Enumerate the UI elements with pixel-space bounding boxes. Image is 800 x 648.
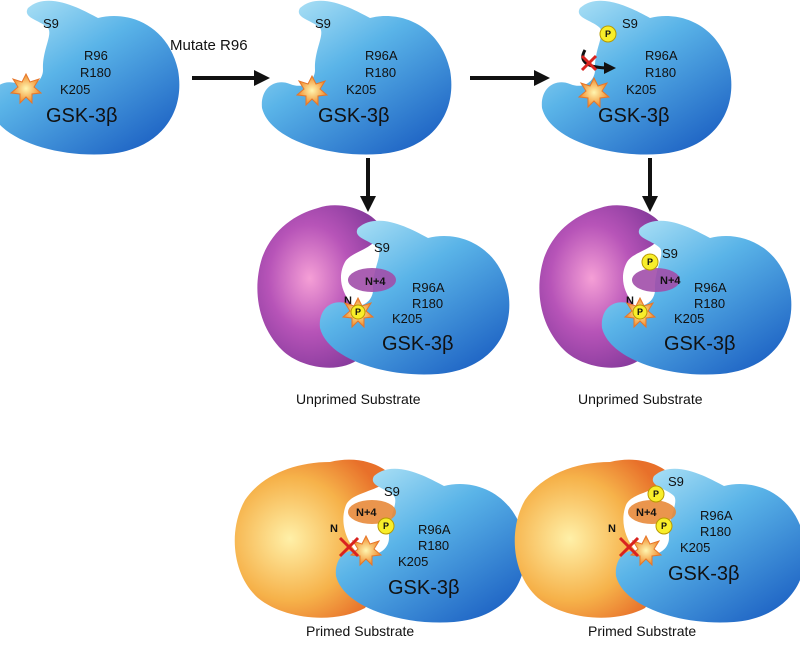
label-res-2: R180 xyxy=(418,538,449,553)
phosphate-icon xyxy=(599,25,617,43)
label-s9: S9 xyxy=(374,240,390,255)
inhibit-x-icon xyxy=(338,536,360,558)
enzyme-wildtype: S9 R96 R180 K205 GSK-3β xyxy=(0,0,180,155)
label-res-1: R96A xyxy=(412,280,445,295)
label-res-2: R180 xyxy=(694,296,725,311)
inhibit-x-icon xyxy=(618,536,640,558)
label-res-1: R96A xyxy=(418,522,451,537)
label-res-1: R96A xyxy=(645,48,678,63)
label-n4: N+4 xyxy=(660,275,681,287)
enzyme-name: GSK-3β xyxy=(46,105,118,127)
label-res-3: K205 xyxy=(398,554,428,569)
enzyme-mutant: S9 R96A R180 K205 GSK-3β xyxy=(261,0,452,155)
caption-primed-left: Primed Substrate xyxy=(306,623,414,639)
label-s9: S9 xyxy=(315,16,331,31)
phosphate-icon xyxy=(350,304,366,320)
phosphate-label: P xyxy=(355,307,361,317)
label-res-1: R96A xyxy=(365,48,398,63)
label-n4: N+4 xyxy=(356,507,377,519)
complex-unprimed-right: N+4 N P P S9 R96A R180 K205 GSK-3β xyxy=(539,205,792,375)
label-n4: N+4 xyxy=(636,507,657,519)
complex-primed-left: N+4 N P S9 R96A R180 K205 GSK-3β xyxy=(234,459,526,623)
label-res-3: K205 xyxy=(626,82,656,97)
label-n: N xyxy=(330,523,338,535)
phosphate-label: P xyxy=(605,29,611,39)
phosphate-icon xyxy=(655,517,673,535)
enzyme-name: GSK-3β xyxy=(388,577,460,599)
phosphate-icon xyxy=(632,304,648,320)
enzyme-name: GSK-3β xyxy=(668,563,740,585)
phosphate-icon xyxy=(647,485,665,503)
label-res-3: K205 xyxy=(346,82,376,97)
phosphate-icon xyxy=(641,253,659,271)
phosphate-label: P xyxy=(661,521,667,531)
inhibit-x-icon xyxy=(580,54,598,72)
caption-unprimed-right: Unprimed Substrate xyxy=(578,391,703,407)
label-res-2: R180 xyxy=(645,65,676,80)
label-res-2: R180 xyxy=(365,65,396,80)
label-res-2: R180 xyxy=(80,65,111,80)
complex-primed-right: N+4 N P P S9 R96A R180 K205 GSK-3β xyxy=(514,459,800,623)
phosphate-label: P xyxy=(637,307,643,317)
label-res-1: R96A xyxy=(700,508,733,523)
label-n: N xyxy=(344,295,352,307)
phosphate-label: P xyxy=(653,489,659,499)
label-res-3: K205 xyxy=(680,540,710,555)
enzyme-mutant-phospho: P S9 R96A R180 K205 GSK-3β xyxy=(541,0,732,155)
label-res-1: R96 xyxy=(84,48,108,63)
label-n: N xyxy=(626,295,634,307)
label-s9: S9 xyxy=(668,474,684,489)
enzyme-name: GSK-3β xyxy=(664,333,736,355)
label-s9: S9 xyxy=(384,484,400,499)
label-n: N xyxy=(608,523,616,535)
phosphate-label: P xyxy=(647,257,653,267)
label-s9: S9 xyxy=(43,16,59,31)
label-res-2: R180 xyxy=(700,524,731,539)
phosphate-label: P xyxy=(383,521,389,531)
enzyme-name: GSK-3β xyxy=(318,105,390,127)
enzyme-name: GSK-3β xyxy=(598,105,670,127)
label-n4: N+4 xyxy=(365,276,386,288)
label-res-3: K205 xyxy=(392,311,422,326)
phosphate-icon xyxy=(377,517,395,535)
label-res-3: K205 xyxy=(674,311,704,326)
complex-unprimed-left: N+4 N P S9 R96A R180 K205 GSK-3β xyxy=(257,205,510,375)
label-s9: S9 xyxy=(662,246,678,261)
label-s9: S9 xyxy=(622,16,638,31)
label-res-1: R96A xyxy=(694,280,727,295)
caption-unprimed-left: Unprimed Substrate xyxy=(296,391,421,407)
label-res-3: K205 xyxy=(60,82,90,97)
step-label: Mutate R96 xyxy=(170,37,248,54)
label-res-2: R180 xyxy=(412,296,443,311)
enzyme-name: GSK-3β xyxy=(382,333,454,355)
caption-primed-right: Primed Substrate xyxy=(588,623,696,639)
